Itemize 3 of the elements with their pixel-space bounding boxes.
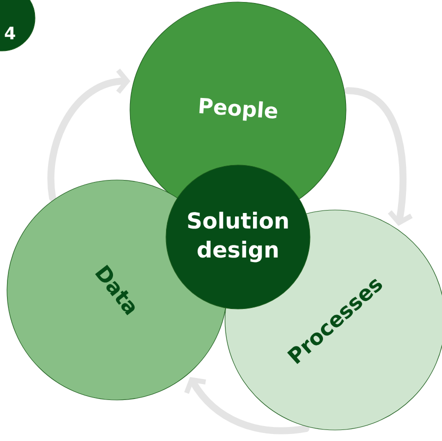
cycle-arrow xyxy=(344,87,413,226)
cycle-arrow xyxy=(184,376,310,434)
cycle-arrow xyxy=(48,68,130,202)
